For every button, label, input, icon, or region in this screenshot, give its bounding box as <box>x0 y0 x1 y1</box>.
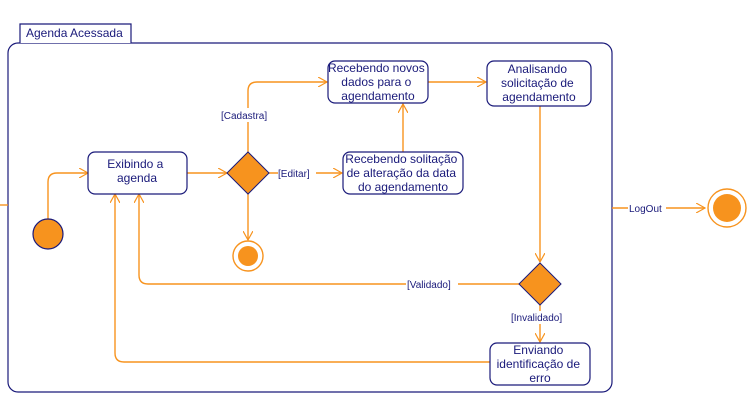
action-label-line: Recebendo novos <box>328 61 425 75</box>
edge-labels: [Cadastra] [Editar] [Validado] [Invalida… <box>221 108 666 324</box>
action-exibindo-agenda: Exibindo a agenda <box>87 151 188 195</box>
final-node <box>707 188 747 228</box>
action-label-line: Exibindo a <box>107 157 163 171</box>
edge-validado <box>139 194 519 285</box>
action-label-line: solicitação de <box>501 76 574 90</box>
action-label-line: Analisando <box>508 62 568 76</box>
svg-text:Enviando identificação d: Enviando identificação de erro <box>497 343 584 385</box>
event-logout: LogOut <box>629 204 662 215</box>
edge-cadastra <box>247 82 327 152</box>
action-label-line: erro <box>529 371 551 385</box>
action-label-line: identificação de <box>497 357 581 371</box>
svg-text:Recebendo novos dados pa: Recebendo novos dados para o agendamento <box>328 61 428 103</box>
svg-text:Recebendo solitação de a: Recebendo solitação de alteração da data… <box>345 152 460 194</box>
decision-node-1 <box>226 151 270 195</box>
guard-cadastra: [Cadastra] <box>221 111 267 122</box>
svg-text:Analisando solicitação d: Analisando solicitação de agendamento <box>501 62 577 104</box>
action-recebendo-novos-dados: Recebendo novos dados para o agendamento <box>327 60 429 104</box>
edge-erro-to-exibindo <box>115 194 490 363</box>
composite-state-frame: Agenda Acessada <box>7 23 613 393</box>
edge-initial-to-exibindo <box>47 173 88 219</box>
action-label-line: dados para o <box>341 75 411 89</box>
action-recebendo-solicitacao-alteracao: Recebendo solitação de alteração da data… <box>342 151 464 195</box>
action-label-line: agendamento <box>502 90 576 104</box>
action-label-line: agendamento <box>341 89 415 103</box>
guard-invalidado: [Invalidado] <box>511 313 562 324</box>
initial-node <box>32 218 64 250</box>
action-enviando-erro: Enviando identificação de erro <box>489 342 591 386</box>
svg-text:Exibindo a agenda: Exibindo a agenda <box>107 157 166 185</box>
action-label-line: do agendamento <box>358 180 448 194</box>
action-label-line: agenda <box>117 171 157 185</box>
action-analisando-solicitacao: Analisando solicitação de agendamento <box>486 60 592 107</box>
decision-node-2 <box>518 262 562 306</box>
guard-validado: [Validado] <box>407 280 451 291</box>
action-label-line: de alteração da data <box>347 166 457 180</box>
action-label-line: Enviando <box>513 343 563 357</box>
guard-editar: [Editar] <box>278 169 310 180</box>
inner-final-node <box>232 240 264 272</box>
frame-title: Agenda Acessada <box>26 26 123 40</box>
action-label-line: Recebendo solitação <box>345 152 457 166</box>
